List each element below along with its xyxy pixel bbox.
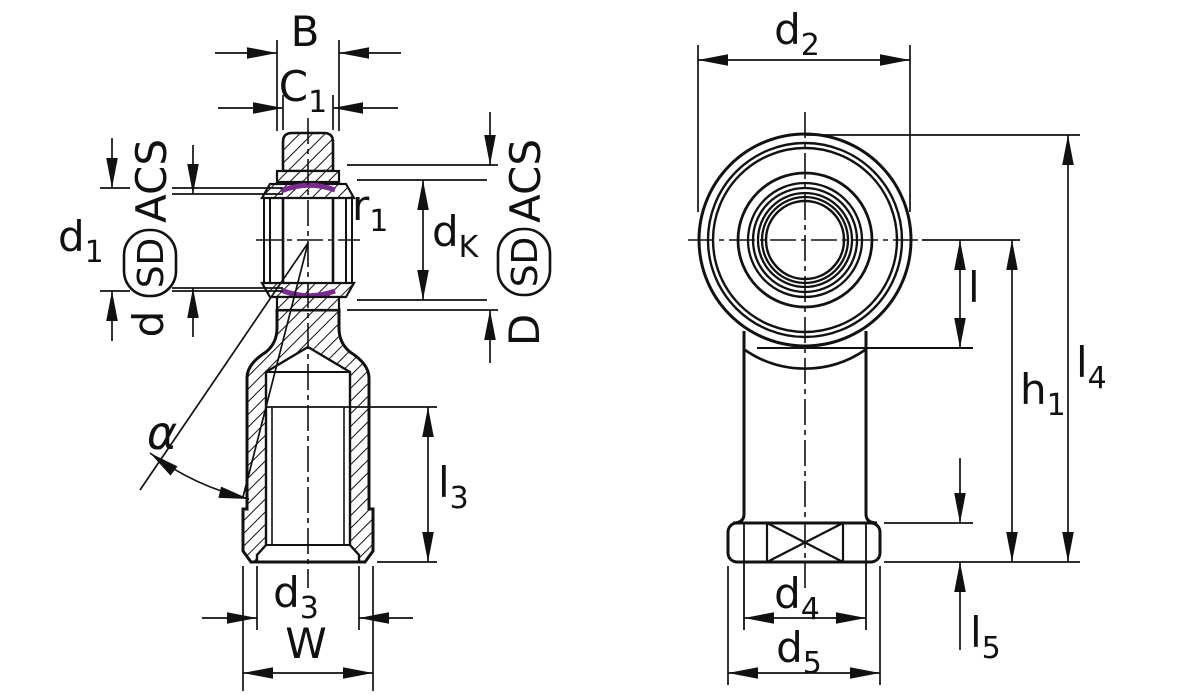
- dim-label-alpha: α: [147, 406, 177, 460]
- angle-arc: [149, 452, 250, 500]
- dim-label-d5: d5: [776, 623, 822, 681]
- label-d-bore: d: [124, 311, 173, 338]
- dim-label-h1: h1: [1020, 365, 1066, 423]
- dim-label-l3: l3: [438, 458, 469, 516]
- outer-spec-column: ACS SD D: [496, 139, 552, 346]
- bore-spec-column: ACS SD d: [122, 139, 178, 338]
- dimensions-right: [697, 45, 1080, 685]
- dim-label-l5: l5: [970, 608, 1001, 666]
- sd-badge-right: SD: [505, 237, 546, 288]
- label-acs-left: ACS: [127, 139, 176, 223]
- left-view-section: B C1 d1 ACS SD d ACS SD D r1 dK α l3 d3 …: [58, 7, 552, 691]
- dim-label-b: B: [291, 7, 320, 56]
- label-d-outer: D: [500, 314, 549, 346]
- sd-badge-outline-right: [496, 227, 552, 297]
- dim-label-d1: d1: [58, 212, 104, 270]
- shank-front: [726, 331, 882, 630]
- dim-label-r1: r1: [352, 181, 388, 239]
- sd-badge-left: SD: [131, 238, 172, 289]
- dim-label-d4: d4: [774, 569, 820, 627]
- dim-label-w: W: [285, 619, 327, 668]
- head-front: [697, 132, 973, 370]
- dim-label-c1: C1: [279, 62, 327, 120]
- centerlines-right: [688, 112, 918, 588]
- dim-label-l4: l4: [1076, 338, 1107, 396]
- misalignment-angle: [139, 242, 309, 500]
- dim-label-l: l: [968, 263, 980, 312]
- seal-top: [280, 182, 336, 194]
- dim-label-d2: d2: [774, 5, 820, 63]
- centerlines-left: [256, 118, 360, 588]
- tilt-line-outer: [139, 242, 309, 491]
- dimensions-left: [100, 40, 498, 691]
- tilt-line-inner: [242, 242, 309, 498]
- dim-label-dk: dK: [432, 207, 480, 265]
- sd-badge-outline-left: [122, 228, 178, 298]
- label-acs-right: ACS: [501, 139, 550, 223]
- dim-label-d3: d3: [273, 568, 319, 626]
- right-view-front: d2 l h1 l4 l5 d4 d5: [688, 5, 1107, 685]
